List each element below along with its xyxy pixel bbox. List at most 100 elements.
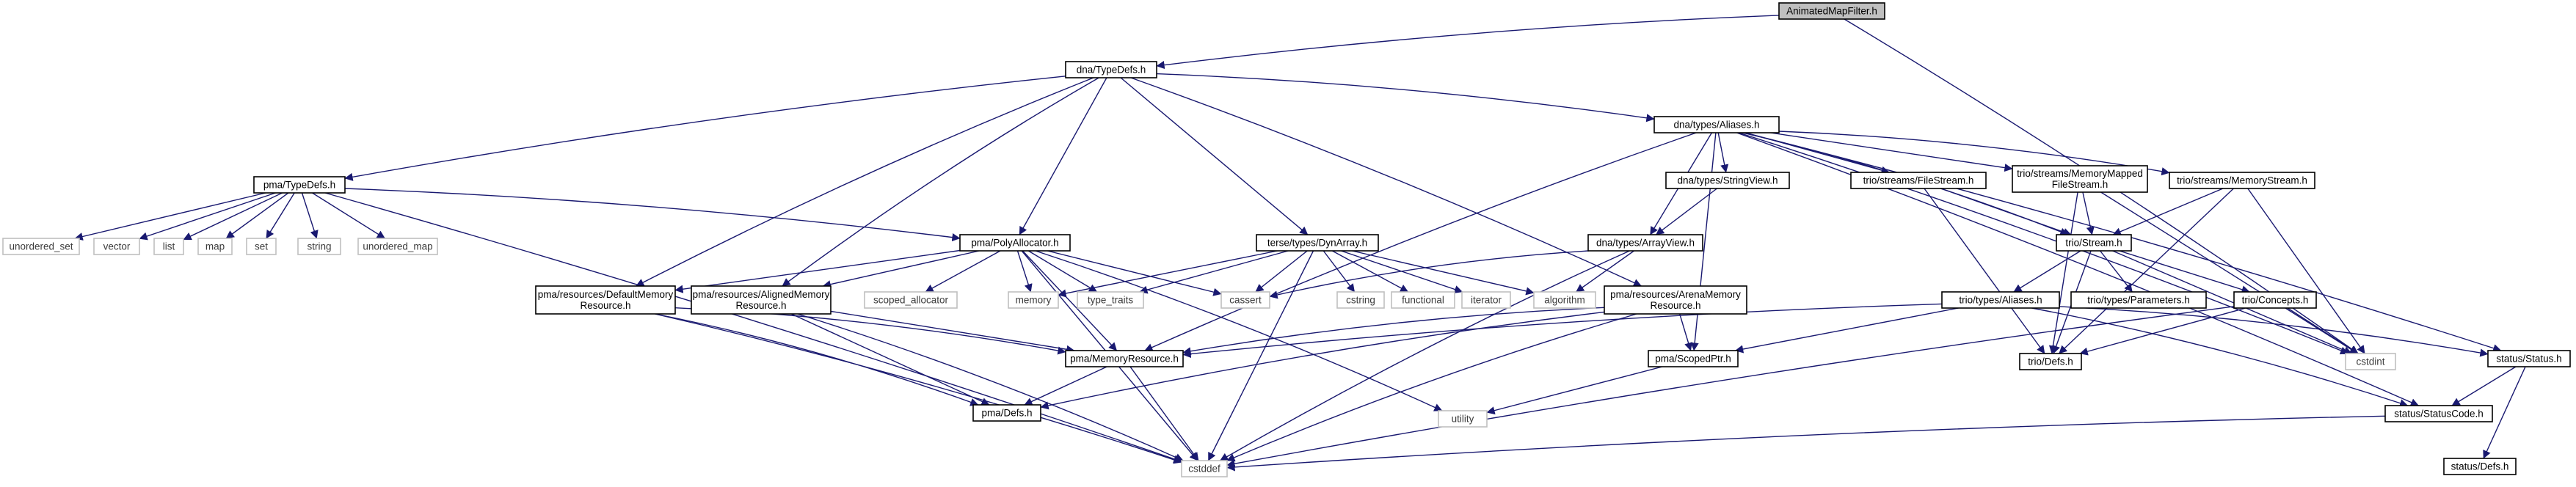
- node-status[interactable]: status/Status.h: [2487, 350, 2571, 367]
- node-label: Resource.h: [580, 300, 630, 311]
- node-concepts[interactable]: trio/Concepts.h: [2233, 291, 2317, 309]
- node-label: map: [205, 241, 225, 252]
- node-stream[interactable]: trio/Stream.h: [2056, 234, 2132, 252]
- node-statuscode[interactable]: status/StatusCode.h: [2384, 405, 2493, 422]
- node-label: trio/Defs.h: [2028, 356, 2073, 367]
- edge-polyallocator-to-memresource: [1022, 250, 1118, 351]
- node-box: [1065, 61, 1157, 78]
- edge-mmfilestream-to-trio-defs: [2048, 191, 2078, 354]
- edge-arenamem-to-memresource: [1182, 307, 1605, 356]
- edge-dna-typedefs-to-dynarray: [1120, 77, 1309, 235]
- node-label: Resource.h: [735, 300, 786, 311]
- edge-dna-aliases-to-scopedptr: [1690, 132, 1717, 351]
- edge-dna-aliases-to-statuscode: [1736, 132, 2420, 406]
- edge-polyallocator-to-defaultmem: [674, 249, 961, 293]
- edge-trio-aliases-to-memresource: [1182, 303, 1943, 359]
- node-cstdint: cstdint: [2345, 353, 2396, 370]
- node-type-traits: type_traits: [1077, 291, 1144, 309]
- node-box: [2070, 291, 2207, 309]
- edge-trio-aliases-to-status: [2059, 306, 2489, 357]
- node-box: [535, 285, 676, 315]
- edge-pma-typedefs-to-string: [301, 192, 319, 239]
- edge-memresource-to-cstddef: [1129, 366, 1199, 461]
- node-box: [357, 238, 438, 255]
- edge-memresource-to-pma-defs: [1024, 366, 1107, 406]
- node-label: cstdint: [2356, 356, 2384, 367]
- node-label: trio/types/Parameters.h: [2087, 295, 2190, 306]
- edge-alignedmem-to-pma-defs: [791, 313, 990, 406]
- node-label: utility: [1452, 414, 1474, 425]
- edge-trio-aliases-to-scopedptr: [1735, 307, 1959, 354]
- node-box: [1648, 350, 1739, 367]
- node-label: Resource.h: [1650, 300, 1700, 311]
- node-stringview[interactable]: dna/types/StringView.h: [1665, 172, 1790, 189]
- node-label: pma/resources/DefaultMemory: [538, 289, 674, 300]
- node-scopedptr[interactable]: pma/ScopedPtr.h: [1648, 350, 1739, 367]
- edge-dna-typedefs-to-defaultmem: [636, 77, 1094, 287]
- node-filestream[interactable]: trio/streams/FileStream.h: [1850, 172, 1987, 189]
- node-trio-defs[interactable]: trio/Defs.h: [2019, 353, 2082, 370]
- node-label: dna/types/Aliases.h: [1673, 120, 1759, 131]
- node-unordered-set: unordered_set: [2, 238, 80, 255]
- edge-dna-typedefs-to-dna-aliases: [1156, 73, 1655, 122]
- dependency-edges: [74, 15, 2526, 472]
- edge-filestream-to-trio-defs: [1924, 188, 2045, 354]
- node-trio-aliases[interactable]: trio/types/Aliases.h: [1941, 291, 2060, 309]
- node-pma-defs[interactable]: pma/Defs.h: [972, 404, 1041, 422]
- node-memorystream[interactable]: trio/streams/MemoryStream.h: [2169, 172, 2315, 189]
- node-label: cstring: [1346, 295, 1375, 306]
- edge-arenamem-to-cstddef: [1226, 313, 1637, 462]
- node-label: status/Status.h: [2496, 354, 2561, 365]
- edge-trio-aliases-to-statuscode: [2031, 307, 2409, 407]
- node-label: trio/Concepts.h: [2242, 295, 2309, 306]
- node-dna-typedefs[interactable]: dna/TypeDefs.h: [1065, 61, 1157, 78]
- node-box: [2384, 405, 2493, 422]
- node-label: type_traits: [1088, 295, 1134, 306]
- node-label: dna/types/ArrayView.h: [1596, 238, 1695, 249]
- node-status-defs[interactable]: status/Defs.h: [2443, 458, 2517, 475]
- node-box: [1941, 291, 2060, 309]
- node-cstring: cstring: [1336, 291, 1385, 309]
- node-dynarray[interactable]: terse/types/DynArray.h: [1256, 234, 1379, 252]
- edge-polyallocator-to-type-traits: [1027, 250, 1098, 293]
- node-memresource[interactable]: pma/MemoryResource.h: [1065, 350, 1184, 367]
- node-label: pma/resources/ArenaMemory: [1610, 289, 1741, 300]
- edge-dynarray-to-memory: [1058, 250, 1278, 298]
- edge-polyallocator-to-alignedmem: [822, 250, 980, 289]
- edge-concepts-to-cstddef: [1226, 306, 2235, 468]
- node-parameters[interactable]: trio/types/Parameters.h: [2070, 291, 2207, 309]
- node-utility: utility: [1438, 410, 1488, 428]
- edge-dynarray-to-algorithm: [1352, 250, 1535, 296]
- node-box: [1778, 2, 1885, 20]
- node-functional: functional: [1391, 291, 1455, 309]
- edge-dna-typedefs-to-alignedmem: [782, 77, 1099, 287]
- node-arrayview[interactable]: dna/types/ArrayView.h: [1587, 234, 1703, 252]
- node-root[interactable]: AnimatedMapFilter.h: [1778, 2, 1885, 20]
- node-box: [2169, 172, 2315, 189]
- node-polyallocator[interactable]: pma/PolyAllocator.h: [959, 234, 1071, 252]
- edge-dynarray-to-cstddef: [1207, 250, 1314, 461]
- node-dna-aliases[interactable]: dna/types/Aliases.h: [1653, 116, 1780, 133]
- edge-dna-aliases-to-stringview: [1717, 132, 1729, 173]
- node-box: [197, 238, 233, 255]
- node-box: [2019, 353, 2082, 370]
- node-box: [1665, 172, 1790, 189]
- node-label: string: [307, 241, 331, 252]
- edge-concepts-to-cstdint: [2287, 307, 2359, 354]
- edge-defaultmem-to-cstddef: [655, 313, 1182, 464]
- edge-polyallocator-to-scoped-allocator: [925, 250, 1001, 293]
- node-box: [1850, 172, 1987, 189]
- node-algorithm: algorithm: [1533, 291, 1596, 309]
- node-pma-typedefs[interactable]: pma/TypeDefs.h: [253, 176, 346, 194]
- edge-dynarray-to-cstring: [1322, 250, 1356, 293]
- edge-root-to-dna-typedefs: [1156, 15, 1780, 70]
- node-box: [1533, 291, 1596, 309]
- edge-dna-aliases-to-memresource: [1144, 132, 1697, 351]
- edge-pma-typedefs-to-polyallocator: [344, 188, 961, 242]
- node-box: [1336, 291, 1385, 309]
- node-box: [93, 238, 140, 255]
